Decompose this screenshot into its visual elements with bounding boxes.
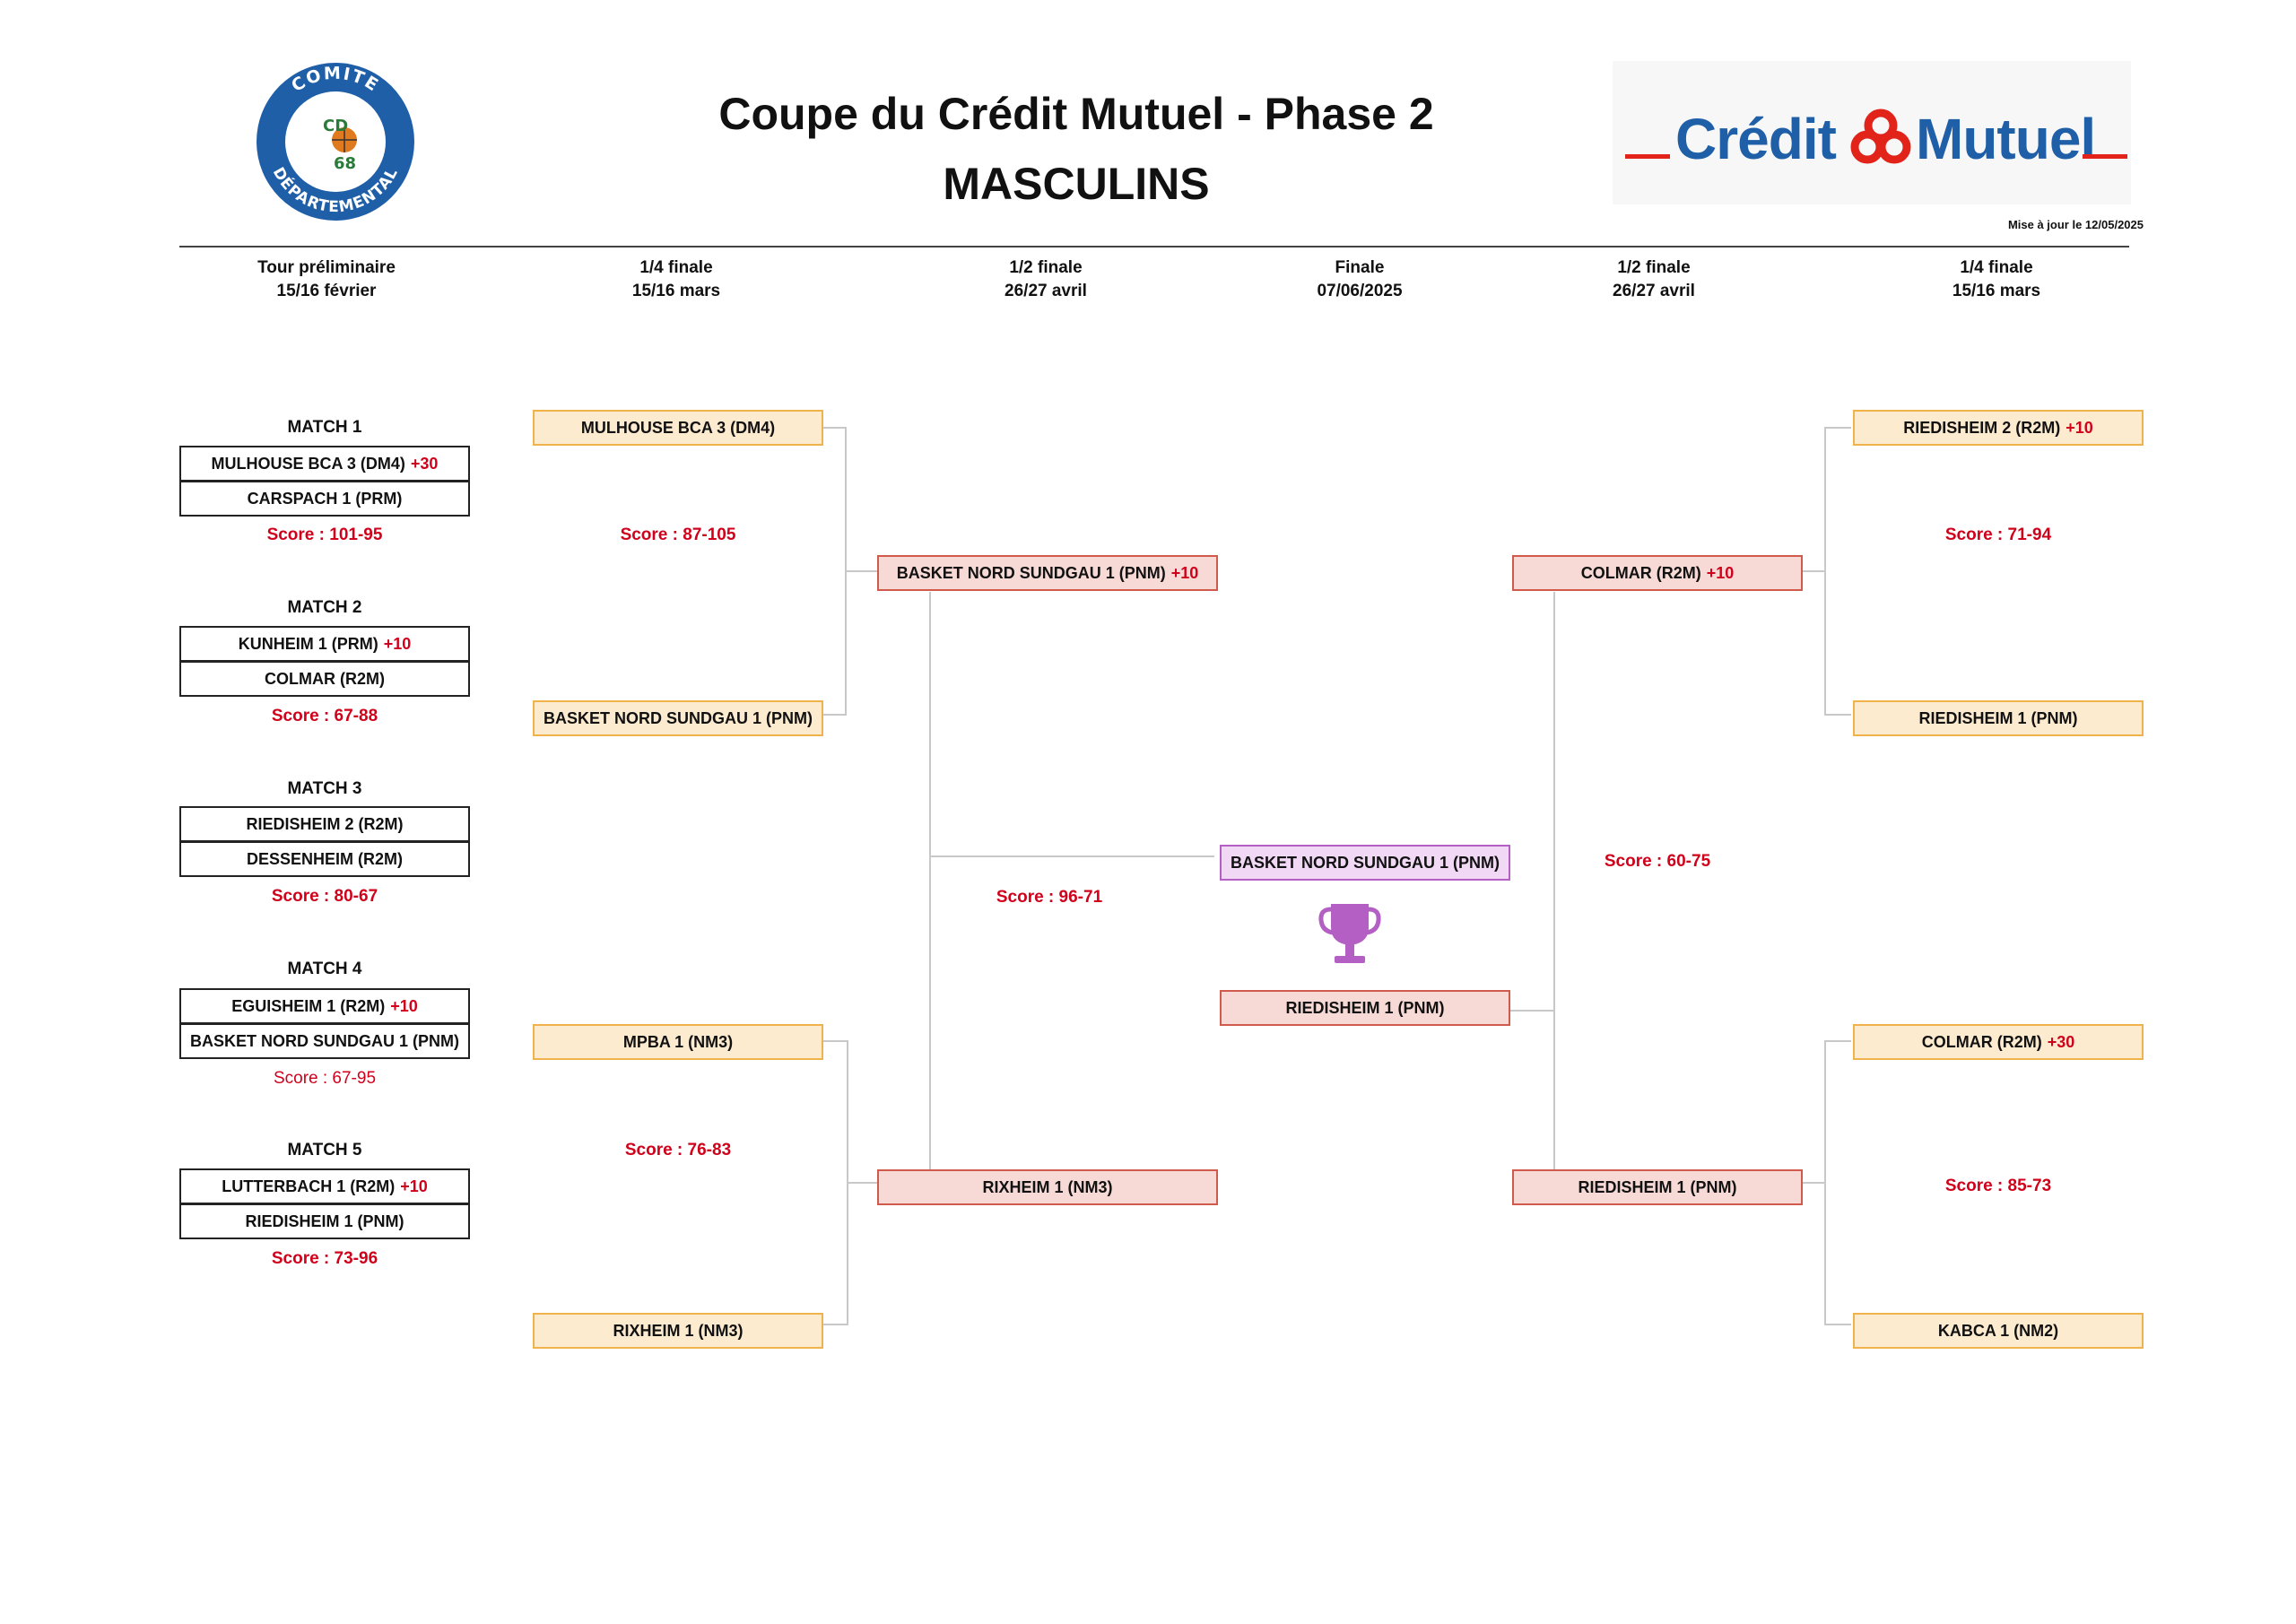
sf-team-slot: RIEDISHEIM 1 (PNM) [1512, 1169, 1803, 1205]
bonus-badge: +10 [400, 1177, 428, 1195]
update-date: Mise à jour le 12/05/2025 [2007, 218, 2144, 231]
qf-team-slot: MPBA 1 (NM3) [533, 1024, 823, 1060]
logo-word-credit: Crédit [1675, 107, 1837, 171]
bonus-badge: +10 [2066, 418, 2093, 437]
match-score: Score : 101-95 [266, 525, 383, 544]
team-slot: LUTTERBACH 1 (R2M)+10 [179, 1168, 470, 1204]
qf-score: Score : 87-105 [620, 525, 736, 544]
qf-team-slot: BASKET NORD SUNDGAU 1 (PNM) [533, 700, 823, 736]
bonus-badge: +10 [1706, 563, 1735, 582]
team-slot: BASKET NORD SUNDGAU 1 (PNM) [179, 1024, 470, 1059]
logo-word-mutuel: Mutuel [1916, 107, 2096, 171]
team-slot: KUNHEIM 1 (PRM)+10 [179, 626, 470, 662]
qf-team-slot: MULHOUSE BCA 3 (DM4) [533, 410, 823, 446]
page-title: Coupe du Crédit Mutuel - Phase 2 [718, 89, 1434, 139]
team-slot: CARSPACH 1 (PRM) [179, 482, 470, 517]
team-slot: MULHOUSE BCA 3 (DM4)+30 [179, 446, 470, 482]
bonus-badge: +30 [410, 454, 439, 473]
sf-team-slot: RIXHEIM 1 (NM3) [877, 1169, 1218, 1205]
cd68-logo: COMITE DÉPARTEMENTAL CD 68 [251, 61, 420, 222]
page-subtitle: MASCULINS [943, 159, 1210, 209]
bonus-badge: +30 [2047, 1032, 2075, 1051]
qf-score: Score : 85-73 [1944, 1177, 2052, 1195]
match-label: MATCH 1 [287, 418, 362, 437]
team-slot: COLMAR (R2M) [179, 662, 470, 697]
sf-team-slot: BASKET NORD SUNDGAU 1 (PNM)+10 [877, 555, 1218, 591]
team-slot: RIEDISHEIM 2 (R2M) [179, 806, 470, 842]
bonus-badge: +10 [1170, 563, 1199, 582]
match-score: Score : 67-95 [273, 1069, 377, 1088]
sf-score: Score : 96-71 [996, 888, 1103, 907]
qf-team-slot: RIEDISHEIM 2 (R2M)+10 [1853, 410, 2144, 446]
match-score: Score : 67-88 [271, 707, 378, 725]
match-label: MATCH 5 [287, 1141, 362, 1159]
bonus-badge: +10 [383, 634, 412, 653]
qf-score: Score : 71-94 [1944, 525, 2052, 544]
credit-mutuel-logo: Crédit Mutuel [1613, 61, 2131, 204]
header-divider [179, 246, 2129, 248]
qf-team-slot: KABCA 1 (NM2) [1853, 1313, 2144, 1349]
team-slot: RIEDISHEIM 1 (PNM) [179, 1204, 470, 1239]
final-winner-slot: BASKET NORD SUNDGAU 1 (PNM) [1220, 845, 1510, 881]
match-label: MATCH 2 [287, 598, 362, 617]
qf-score: Score : 76-83 [624, 1141, 732, 1159]
match-label: MATCH 4 [287, 960, 362, 978]
bonus-badge: +10 [390, 996, 418, 1015]
sf-score: Score : 60-75 [1604, 852, 1711, 871]
team-slot: EGUISHEIM 1 (R2M)+10 [179, 988, 470, 1024]
credit-mutuel-emblem-icon [1849, 106, 1912, 169]
qf-team-slot: RIXHEIM 1 (NM3) [533, 1313, 823, 1349]
svg-text:68: 68 [334, 154, 356, 173]
qf-team-slot: RIEDISHEIM 1 (PNM) [1853, 700, 2144, 736]
qf-team-slot: COLMAR (R2M)+30 [1853, 1024, 2144, 1060]
sf-team-slot: COLMAR (R2M)+10 [1512, 555, 1803, 591]
svg-text:CD: CD [323, 117, 348, 135]
match-score: Score : 73-96 [271, 1249, 378, 1268]
team-slot: DESSENHEIM (R2M) [179, 842, 470, 877]
trophy-icon [1318, 900, 1381, 968]
final-runnerup-slot: RIEDISHEIM 1 (PNM) [1220, 990, 1510, 1026]
match-score: Score : 80-67 [271, 887, 378, 906]
match-label: MATCH 3 [287, 779, 362, 798]
